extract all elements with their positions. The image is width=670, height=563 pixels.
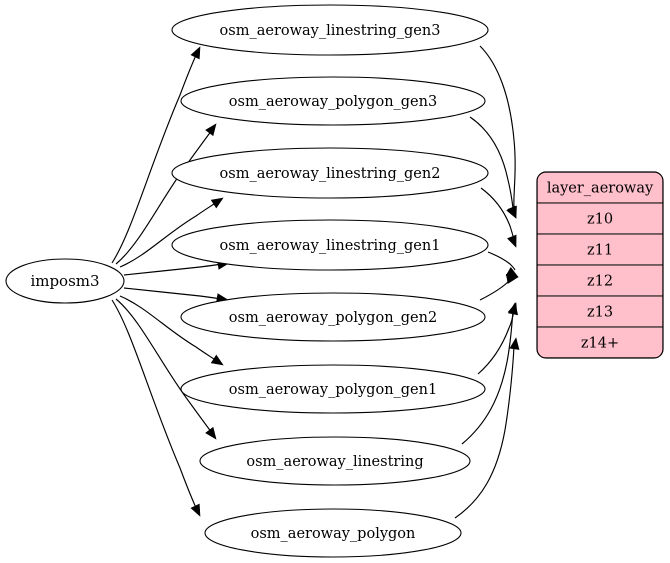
node-label: osm_aeroway_polygon_gen2 xyxy=(229,310,437,326)
root-to-table-edge xyxy=(119,295,218,362)
table-to-layer-edge xyxy=(480,187,515,241)
table-to-layer-edge xyxy=(469,116,514,209)
root-to-table-edge xyxy=(111,299,198,511)
table-row[interactable]: z10 xyxy=(537,202,663,235)
root-to-table-arrow-icon xyxy=(205,123,217,137)
node-shape xyxy=(5,258,125,304)
node-shape xyxy=(180,76,486,126)
edges-from-root-group xyxy=(111,46,230,517)
node-osm_aeroway_linestring_gen1[interactable]: osm_aeroway_linestring_gen1 xyxy=(171,219,489,271)
zoom-level-label: z11 xyxy=(587,243,613,259)
table-row-background xyxy=(537,264,663,297)
node-label: osm_aeroway_linestring_gen3 xyxy=(220,23,441,39)
source-nodes-group: osm_aeroway_linestring_gen3 osm_aeroway_p… xyxy=(171,4,489,558)
table-to-layer-arrow-icon xyxy=(507,234,517,248)
layer-table-group: layer_aeroway z10 z11 z12 z13 z14+ xyxy=(536,171,664,359)
root-to-table-arrow-icon xyxy=(205,426,217,440)
zoom-level-label: z10 xyxy=(587,212,613,228)
table-header-row[interactable]: layer_aeroway xyxy=(537,172,663,204)
table-to-layer-edge xyxy=(461,309,514,445)
table-to-layer-arrow-icon xyxy=(508,302,519,316)
zoom-level-label: z14+ xyxy=(581,336,619,352)
root-to-table-edge xyxy=(119,201,218,268)
node-label: osm_aeroway_polygon_gen1 xyxy=(229,382,437,398)
table-outline xyxy=(536,171,664,359)
table-row-background xyxy=(537,233,663,266)
root-to-table-arrow-icon xyxy=(190,46,201,60)
node-imposm3[interactable]: imposm3 xyxy=(5,258,125,304)
zoom-level-label: z13 xyxy=(587,305,613,321)
node-shape xyxy=(171,147,489,199)
root-to-table-edge xyxy=(123,287,222,300)
node-label: osm_aeroway_polygon xyxy=(251,526,416,542)
root-node-group: imposm3 xyxy=(5,258,125,304)
table-to-layer-arrow-icon xyxy=(509,337,520,350)
root-to-table-edge xyxy=(123,263,223,276)
table-rows-clip: layer_aeroway z10 z11 z12 z13 z14+ xyxy=(537,172,663,358)
table-row[interactable]: z11 xyxy=(537,233,663,266)
table-to-layer-arrow-icon xyxy=(505,273,519,284)
node-label: osm_aeroway_linestring_gen1 xyxy=(220,238,441,254)
node-osm_aeroway_linestring_gen2[interactable]: osm_aeroway_linestring_gen2 xyxy=(171,147,489,199)
node-shape xyxy=(180,292,486,342)
node-shape xyxy=(204,508,462,558)
node-shape xyxy=(199,436,471,486)
table-row[interactable]: z13 xyxy=(537,295,663,328)
root-to-table-arrow-icon xyxy=(210,354,224,366)
zoom-level-label: z12 xyxy=(587,274,613,290)
node-label: osm_aeroway_linestring xyxy=(246,454,423,470)
node-label: osm_aeroway_polygon_gen3 xyxy=(229,94,437,110)
table-to-layer-arrow-icon xyxy=(507,205,517,219)
root-to-table-arrow-icon xyxy=(190,503,201,517)
node-shape xyxy=(180,364,486,414)
node-osm_aeroway_linestring[interactable]: osm_aeroway_linestring xyxy=(199,436,471,486)
node-shape xyxy=(171,4,489,56)
edges-to-layer-group xyxy=(454,45,520,519)
table-row-background xyxy=(537,326,663,358)
node-label: osm_aeroway_linestring_gen2 xyxy=(220,166,441,182)
node-osm_aeroway_polygon_gen3[interactable]: osm_aeroway_polygon_gen3 xyxy=(180,76,486,126)
table-title-label: layer_aeroway xyxy=(547,181,654,197)
table-to-layer-edge xyxy=(454,345,515,519)
root-node-label: imposm3 xyxy=(30,272,99,290)
table-to-layer-edge xyxy=(487,251,516,271)
root-to-table-arrow-icon xyxy=(210,197,224,209)
node-shape xyxy=(171,219,489,271)
node-osm_aeroway_polygon[interactable]: osm_aeroway_polygon xyxy=(204,508,462,558)
node-osm_aeroway_polygon_gen1[interactable]: osm_aeroway_polygon_gen1 xyxy=(180,364,486,414)
node-osm_aeroway_linestring_gen3[interactable]: osm_aeroway_linestring_gen3 xyxy=(171,4,489,56)
table-to-layer-edge xyxy=(479,45,516,209)
node-osm_aeroway_polygon_gen2[interactable]: osm_aeroway_polygon_gen2 xyxy=(180,292,486,342)
table-row[interactable]: z14+ xyxy=(537,326,663,358)
table-row[interactable]: z12 xyxy=(537,264,663,297)
root-to-table-edge xyxy=(111,52,198,264)
